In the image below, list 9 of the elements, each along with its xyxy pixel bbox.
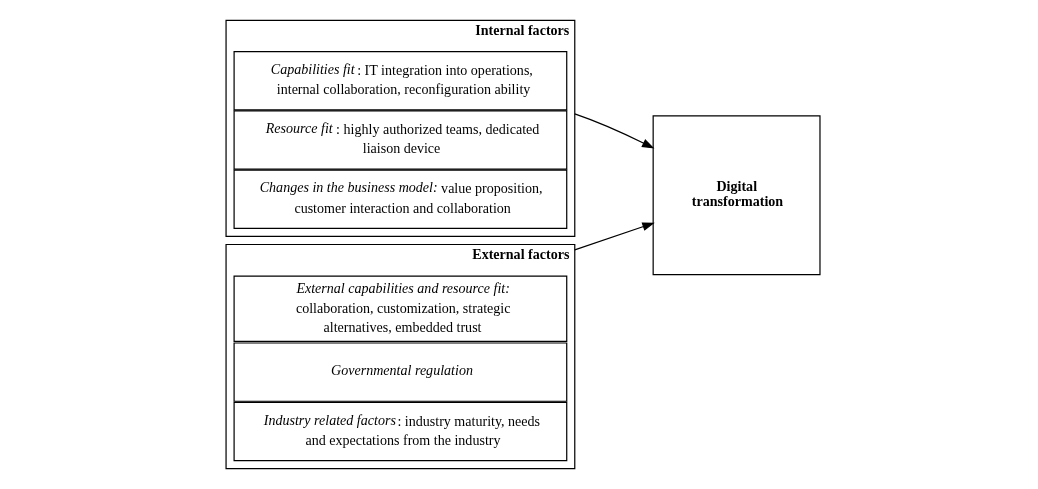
arrow [574, 222, 655, 251]
node-box: Governmental regulation [233, 342, 568, 402]
node-box: Capabilities fit: IT integration into operations, internal collaboration, reconfiguration ability [233, 50, 568, 111]
node-box: Digital transformation [652, 115, 821, 276]
arrow [574, 113, 655, 149]
node-box: Industry related factors: industry maturity, needs and expectations from the industry [233, 401, 568, 462]
node-box: External capabilities and resource fit: collaboration, customization, strategic alternatives, embedded trust [233, 275, 568, 343]
node-box: Changes in the business model: value proposition, customer interaction and collaboration [233, 169, 568, 230]
node-box: Resource fit: highly authorized teams, dedicated liaison device [233, 110, 568, 170]
